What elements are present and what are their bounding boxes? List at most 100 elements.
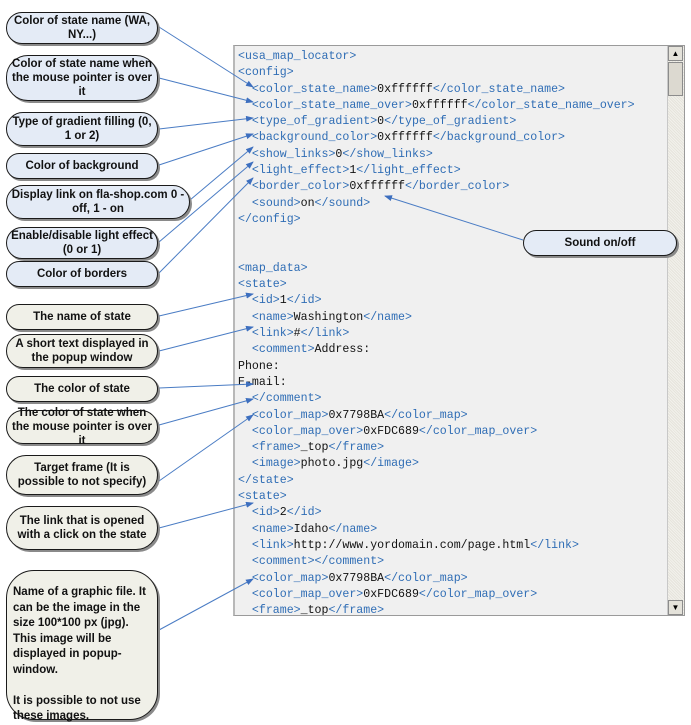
indent — [238, 115, 252, 128]
xml-tag: <sound> — [251, 196, 301, 210]
code-line: <color_map>0x7798BA</color_map> — [238, 571, 635, 587]
xml-tag: </image> — [363, 457, 419, 471]
xml-tag: </color_map_over> — [418, 424, 538, 438]
xml-tag: </show_links> — [342, 147, 433, 161]
callout-frame: Target frame (It is possible to not spec… — [6, 455, 158, 495]
indent — [238, 441, 252, 454]
scroll-up-button[interactable]: ▲ — [668, 46, 683, 61]
xml-value: 1 — [279, 294, 287, 308]
code-line: <color_state_name_over>0xffffff</color_s… — [238, 98, 635, 114]
code-line: <light_effect>1</light_effect> — [238, 163, 635, 179]
callout-background-color: Color of background — [6, 153, 158, 179]
xml-value: E-mail: — [238, 375, 287, 389]
code-line: Phone: — [238, 359, 635, 375]
code-line: <name>Idaho</name> — [238, 522, 635, 538]
xml-tag: <map_data> — [238, 261, 308, 275]
callout-link: The link that is opened with a click on … — [6, 506, 158, 550]
indent — [238, 523, 252, 536]
xml-value: 0xffffff — [377, 131, 433, 145]
xml-tag: <name> — [251, 310, 294, 324]
xml-tag: </id> — [286, 294, 322, 308]
indent — [238, 588, 252, 601]
xml-value: 1 — [349, 164, 357, 178]
xml-tag: <color_map> — [251, 571, 329, 585]
xml-value: Phone: — [238, 359, 280, 373]
xml-tag: <background_color> — [251, 131, 378, 145]
xml-tag: <config> — [238, 66, 294, 80]
code-line: </config> — [238, 212, 635, 228]
scroll-down-button[interactable]: ▼ — [668, 600, 683, 615]
code-line: <comment></comment> — [238, 554, 635, 570]
xml-tag: <color_map_over> — [251, 424, 364, 438]
scrollbar-thumb[interactable] — [668, 62, 683, 96]
callout-color-state-name-over: Color of state name when the mouse point… — [6, 55, 158, 101]
xml-value: 0xFDC689 — [363, 587, 419, 601]
xml-tag: <color_state_name> — [251, 82, 378, 96]
code-line: <state> — [238, 277, 635, 293]
xml-tag: </link> — [530, 538, 579, 552]
indent — [238, 83, 252, 96]
indent — [238, 180, 252, 193]
code-line: <color_map_over>0xFDC689</color_map_over… — [238, 587, 635, 603]
xml-code-lines: <usa_map_locator><config> <color_state_n… — [238, 49, 635, 615]
callout-show-links: Display link on fla-shop.com 0 - off, 1 … — [6, 185, 190, 219]
callout-text: Name of a graphic file. It can be the im… — [13, 586, 146, 722]
callout-text: Target frame (It is possible to not spec… — [17, 462, 147, 488]
code-line: <frame>_top</frame> — [238, 440, 635, 456]
xml-tag: </comment> — [251, 392, 322, 406]
indent — [238, 506, 252, 519]
xml-tag: <link> — [251, 327, 294, 341]
xml-tag: <light_effect> — [251, 164, 350, 178]
vertical-scrollbar[interactable]: ▲ ▼ — [667, 46, 684, 615]
code-line: <sound>on</sound> — [238, 196, 635, 212]
callout-color-state-name: Color of state name (WA, NY...) — [6, 12, 158, 44]
xml-tag: </id> — [286, 506, 322, 520]
callout-text: Enable/disable light effect (0 or 1) — [11, 230, 153, 256]
xml-tag: </color_map_over> — [418, 587, 538, 601]
xml-value: Address: — [314, 343, 371, 357]
xml-value: photo.jpg — [300, 457, 364, 471]
xml-tag: </border_color> — [405, 180, 510, 194]
indent — [238, 164, 252, 177]
arrow-down-icon: ▼ — [671, 603, 680, 612]
xml-tag: </link> — [300, 327, 350, 341]
xml-value: 0xffffff — [377, 82, 433, 96]
code-line: <name>Washington</name> — [238, 310, 635, 326]
callout-type-of-gradient: Type of gradient filling (0, 1 or 2) — [6, 112, 158, 146]
callout-text: Sound on/off — [564, 237, 636, 249]
code-line: <color_map_over>0xFDC689</color_map_over… — [238, 424, 635, 440]
code-line: </comment> — [238, 391, 635, 407]
indent — [238, 457, 252, 470]
code-line: <config> — [238, 65, 635, 81]
xml-tag: </comment> — [314, 555, 385, 569]
callout-color-map-over: The color of state when the mouse pointe… — [6, 407, 158, 447]
callout-text: The color of state — [34, 383, 130, 395]
callout-text: Type of gradient filling (0, 1 or 2) — [12, 116, 152, 142]
indent — [238, 148, 252, 161]
indent — [238, 131, 252, 144]
xml-tag: <state> — [238, 278, 287, 292]
xml-tag: </state> — [238, 473, 294, 487]
xml-value: _top — [300, 441, 329, 455]
callout-text: The name of state — [33, 311, 131, 323]
xml-value: 0xFDC689 — [363, 424, 419, 438]
xml-value: 0x7798BA — [328, 571, 385, 585]
indent — [238, 572, 252, 585]
indent — [238, 555, 252, 568]
callout-text: A short text displayed in the popup wind… — [15, 338, 149, 364]
code-line: <background_color>0xffffff</background_c… — [238, 130, 635, 146]
xml-tag: </background_color> — [432, 131, 566, 145]
indent — [238, 327, 252, 340]
xml-tag: <comment> — [251, 555, 315, 569]
indent — [238, 409, 252, 422]
xml-tag: </color_state_name_over> — [467, 98, 635, 112]
callout-state-name: The name of state — [6, 304, 158, 330]
indent — [238, 294, 252, 307]
code-line: </state> — [238, 473, 635, 489]
code-line: <image>photo.jpg</image> — [238, 456, 635, 472]
xml-tag: <link> — [251, 538, 294, 552]
xml-value: 0 — [377, 115, 385, 129]
xml-code-panel: <usa_map_locator><config> <color_state_n… — [233, 45, 685, 616]
code-line: <show_links>0</show_links> — [238, 147, 635, 163]
code-line: <type_of_gradient>0</type_of_gradient> — [238, 114, 635, 130]
